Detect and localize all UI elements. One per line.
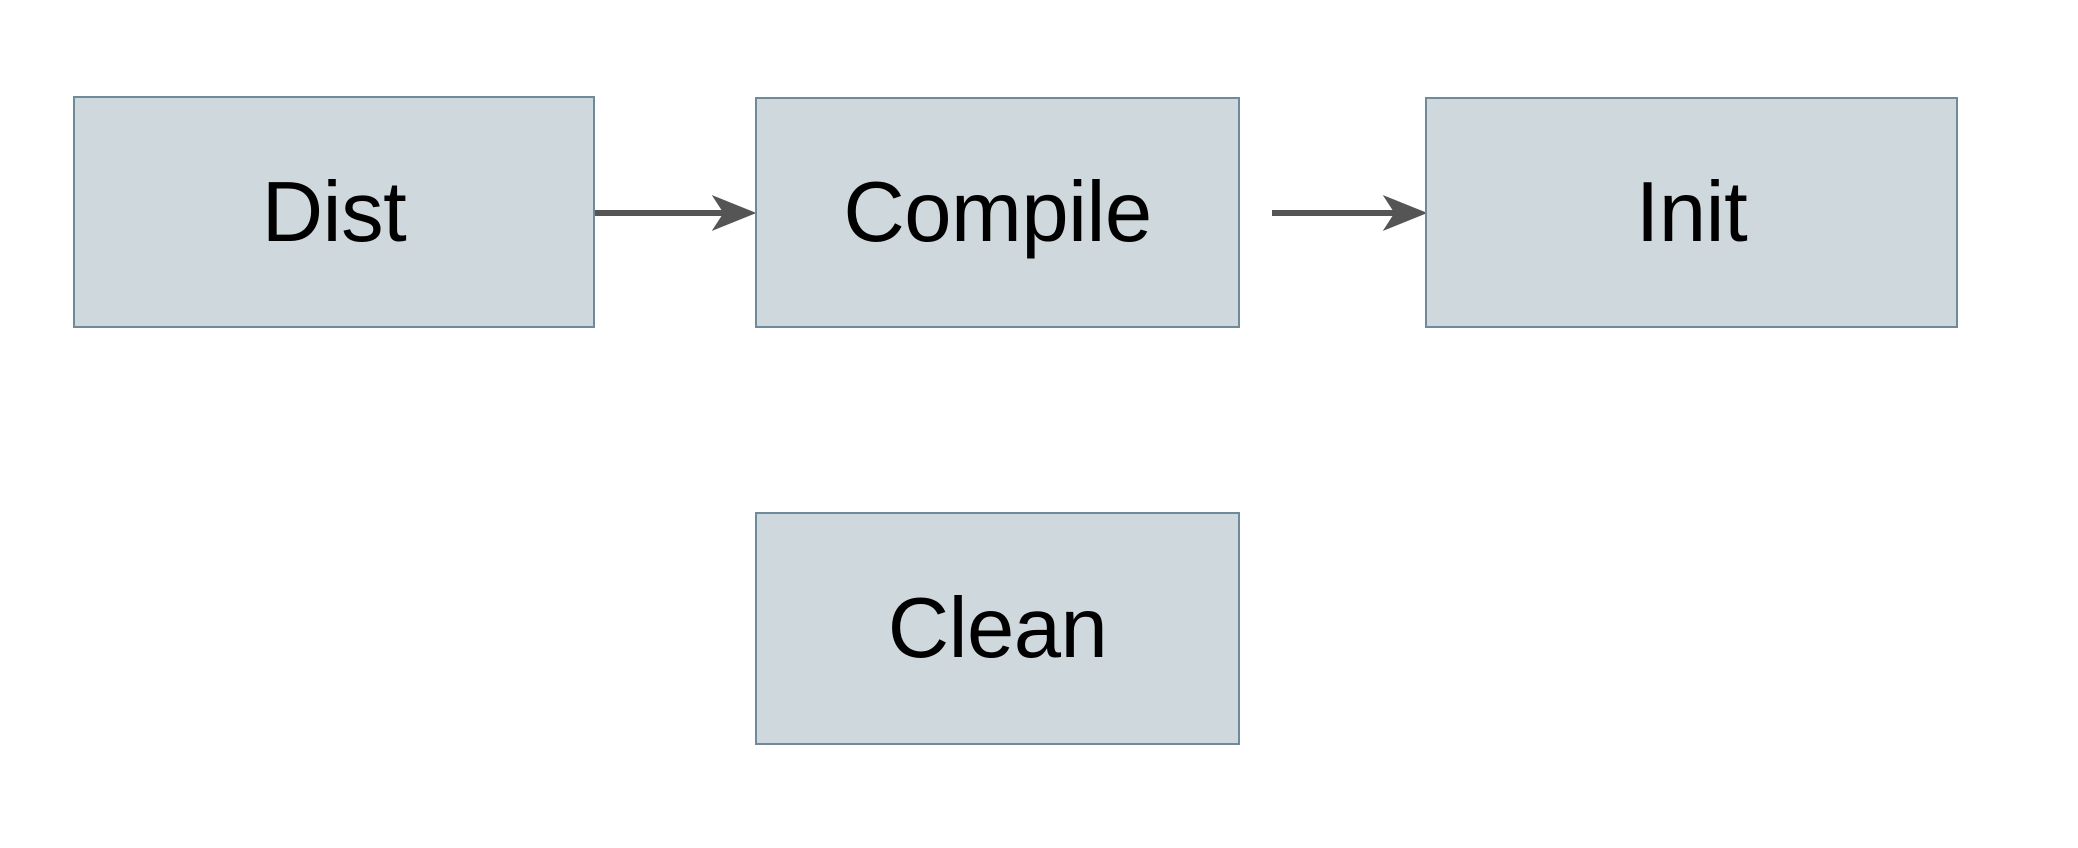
- diagram-node-dist[interactable]: Dist: [73, 96, 595, 328]
- diagram-edge-compile-to-init[interactable]: [1272, 194, 1428, 232]
- diagram-node-compile[interactable]: Compile: [755, 97, 1240, 328]
- node-label-init: Init: [1635, 165, 1748, 260]
- node-label-compile: Compile: [843, 165, 1152, 260]
- arrowhead-icon: [1382, 194, 1428, 232]
- diagram-node-init[interactable]: Init: [1425, 97, 1958, 328]
- arrowhead-icon: [711, 194, 757, 232]
- diagram-edge-dist-to-compile[interactable]: [595, 194, 757, 232]
- diagram-node-clean[interactable]: Clean: [755, 512, 1240, 745]
- node-label-dist: Dist: [261, 164, 407, 260]
- node-label-clean: Clean: [887, 581, 1108, 676]
